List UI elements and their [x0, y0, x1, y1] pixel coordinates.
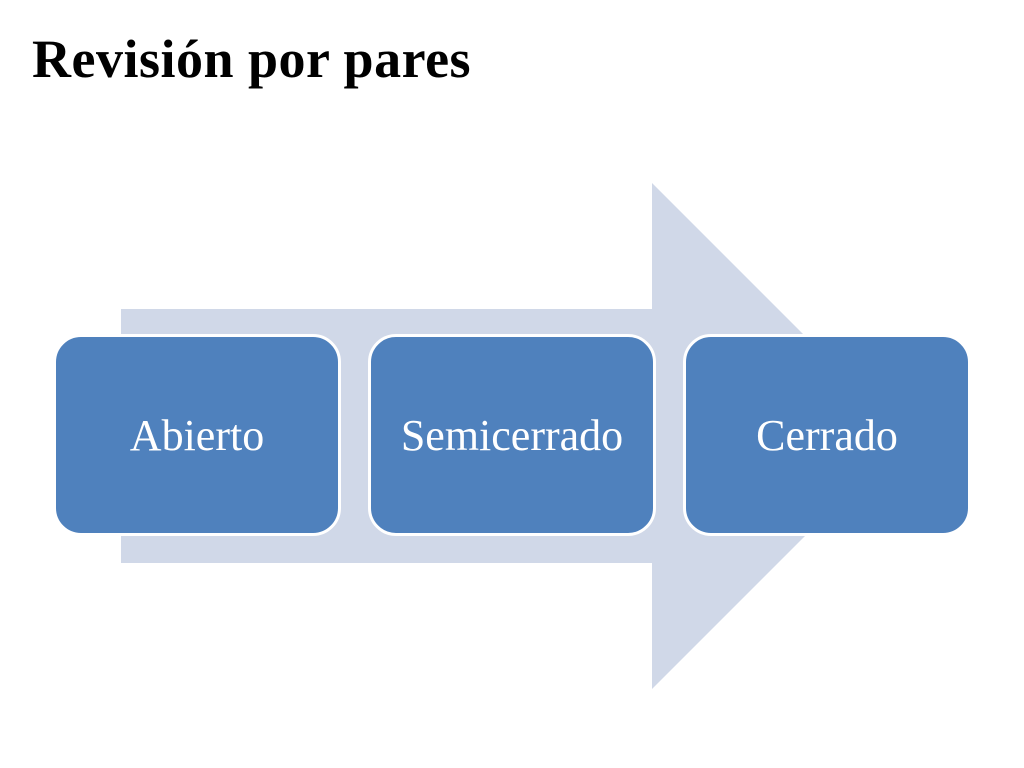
step-label-cerrado: Cerrado — [756, 410, 898, 460]
slide-title: Revisión por pares — [32, 29, 472, 89]
step-label-semicerrado: Semicerrado — [400, 410, 624, 460]
step-label-abierto: Abierto — [129, 410, 265, 460]
step-box-abierto: Abierto — [53, 334, 341, 536]
step-box-semicerrado: Semicerrado — [368, 334, 656, 536]
step-box-cerrado: Cerrado — [683, 334, 971, 536]
